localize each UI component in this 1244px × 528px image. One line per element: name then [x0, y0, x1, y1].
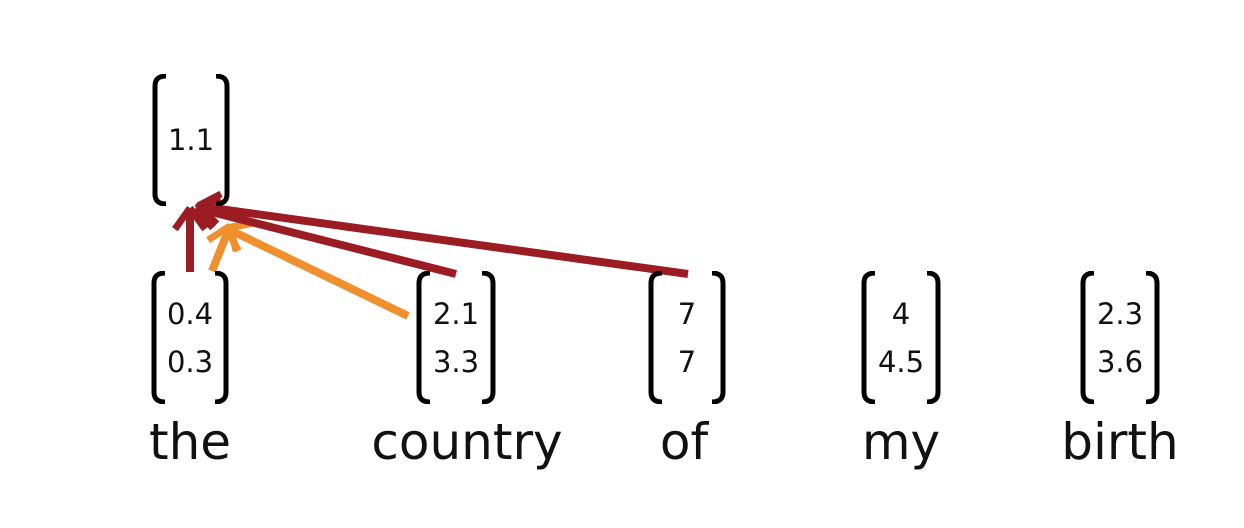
right-bracket	[480, 271, 496, 404]
arrow-country-light-head	[222, 226, 242, 253]
vector-value: 2.1	[432, 296, 480, 331]
vector-value: 3.3	[432, 344, 480, 379]
vector-value: 4.5	[877, 344, 925, 379]
arrow-of-dark	[197, 202, 689, 278]
token-vector-birth: 2.3 3.6	[1080, 271, 1160, 404]
arrow-country-light	[224, 224, 410, 320]
right-bracket	[214, 74, 230, 206]
vector-value: 7	[677, 344, 697, 379]
left-bracket	[151, 271, 167, 404]
right-bracket	[925, 271, 941, 404]
token-vector-country: 2.1 3.3	[416, 271, 496, 404]
word-my: my	[861, 413, 941, 471]
vector-value: 0.4	[166, 296, 214, 331]
arrow-of-dark-head	[196, 190, 223, 210]
token-vector-the: 0.4 0.3	[151, 271, 229, 404]
right-bracket	[710, 271, 726, 404]
output-value: 1.1	[167, 123, 215, 157]
token-vector-of: 7 7	[648, 271, 726, 404]
output-vector: 1.1	[152, 74, 230, 206]
word-the: the	[148, 413, 232, 471]
vector-value: 3.6	[1096, 344, 1144, 379]
left-bracket	[1080, 271, 1096, 404]
vector-value: 2.3	[1096, 296, 1144, 331]
word-country: country	[371, 413, 563, 471]
word-of: of	[659, 413, 709, 471]
arrow-country-dark	[195, 204, 457, 278]
right-bracket	[1144, 271, 1160, 404]
arrow-of-dark-head	[195, 203, 220, 227]
left-bracket	[152, 74, 168, 206]
token-vector-my: 4 4.5	[861, 271, 941, 404]
vector-value: 7	[677, 296, 697, 331]
left-bracket	[416, 271, 432, 404]
vector-value: 0.3	[166, 344, 214, 379]
arrow-the-dark-head	[187, 205, 208, 232]
vector-value: 4	[891, 296, 911, 331]
right-bracket	[213, 271, 229, 404]
arrow-the-dark-head	[172, 205, 193, 232]
left-bracket	[861, 271, 877, 404]
word-birth: birth	[1061, 413, 1179, 471]
left-bracket	[648, 271, 664, 404]
